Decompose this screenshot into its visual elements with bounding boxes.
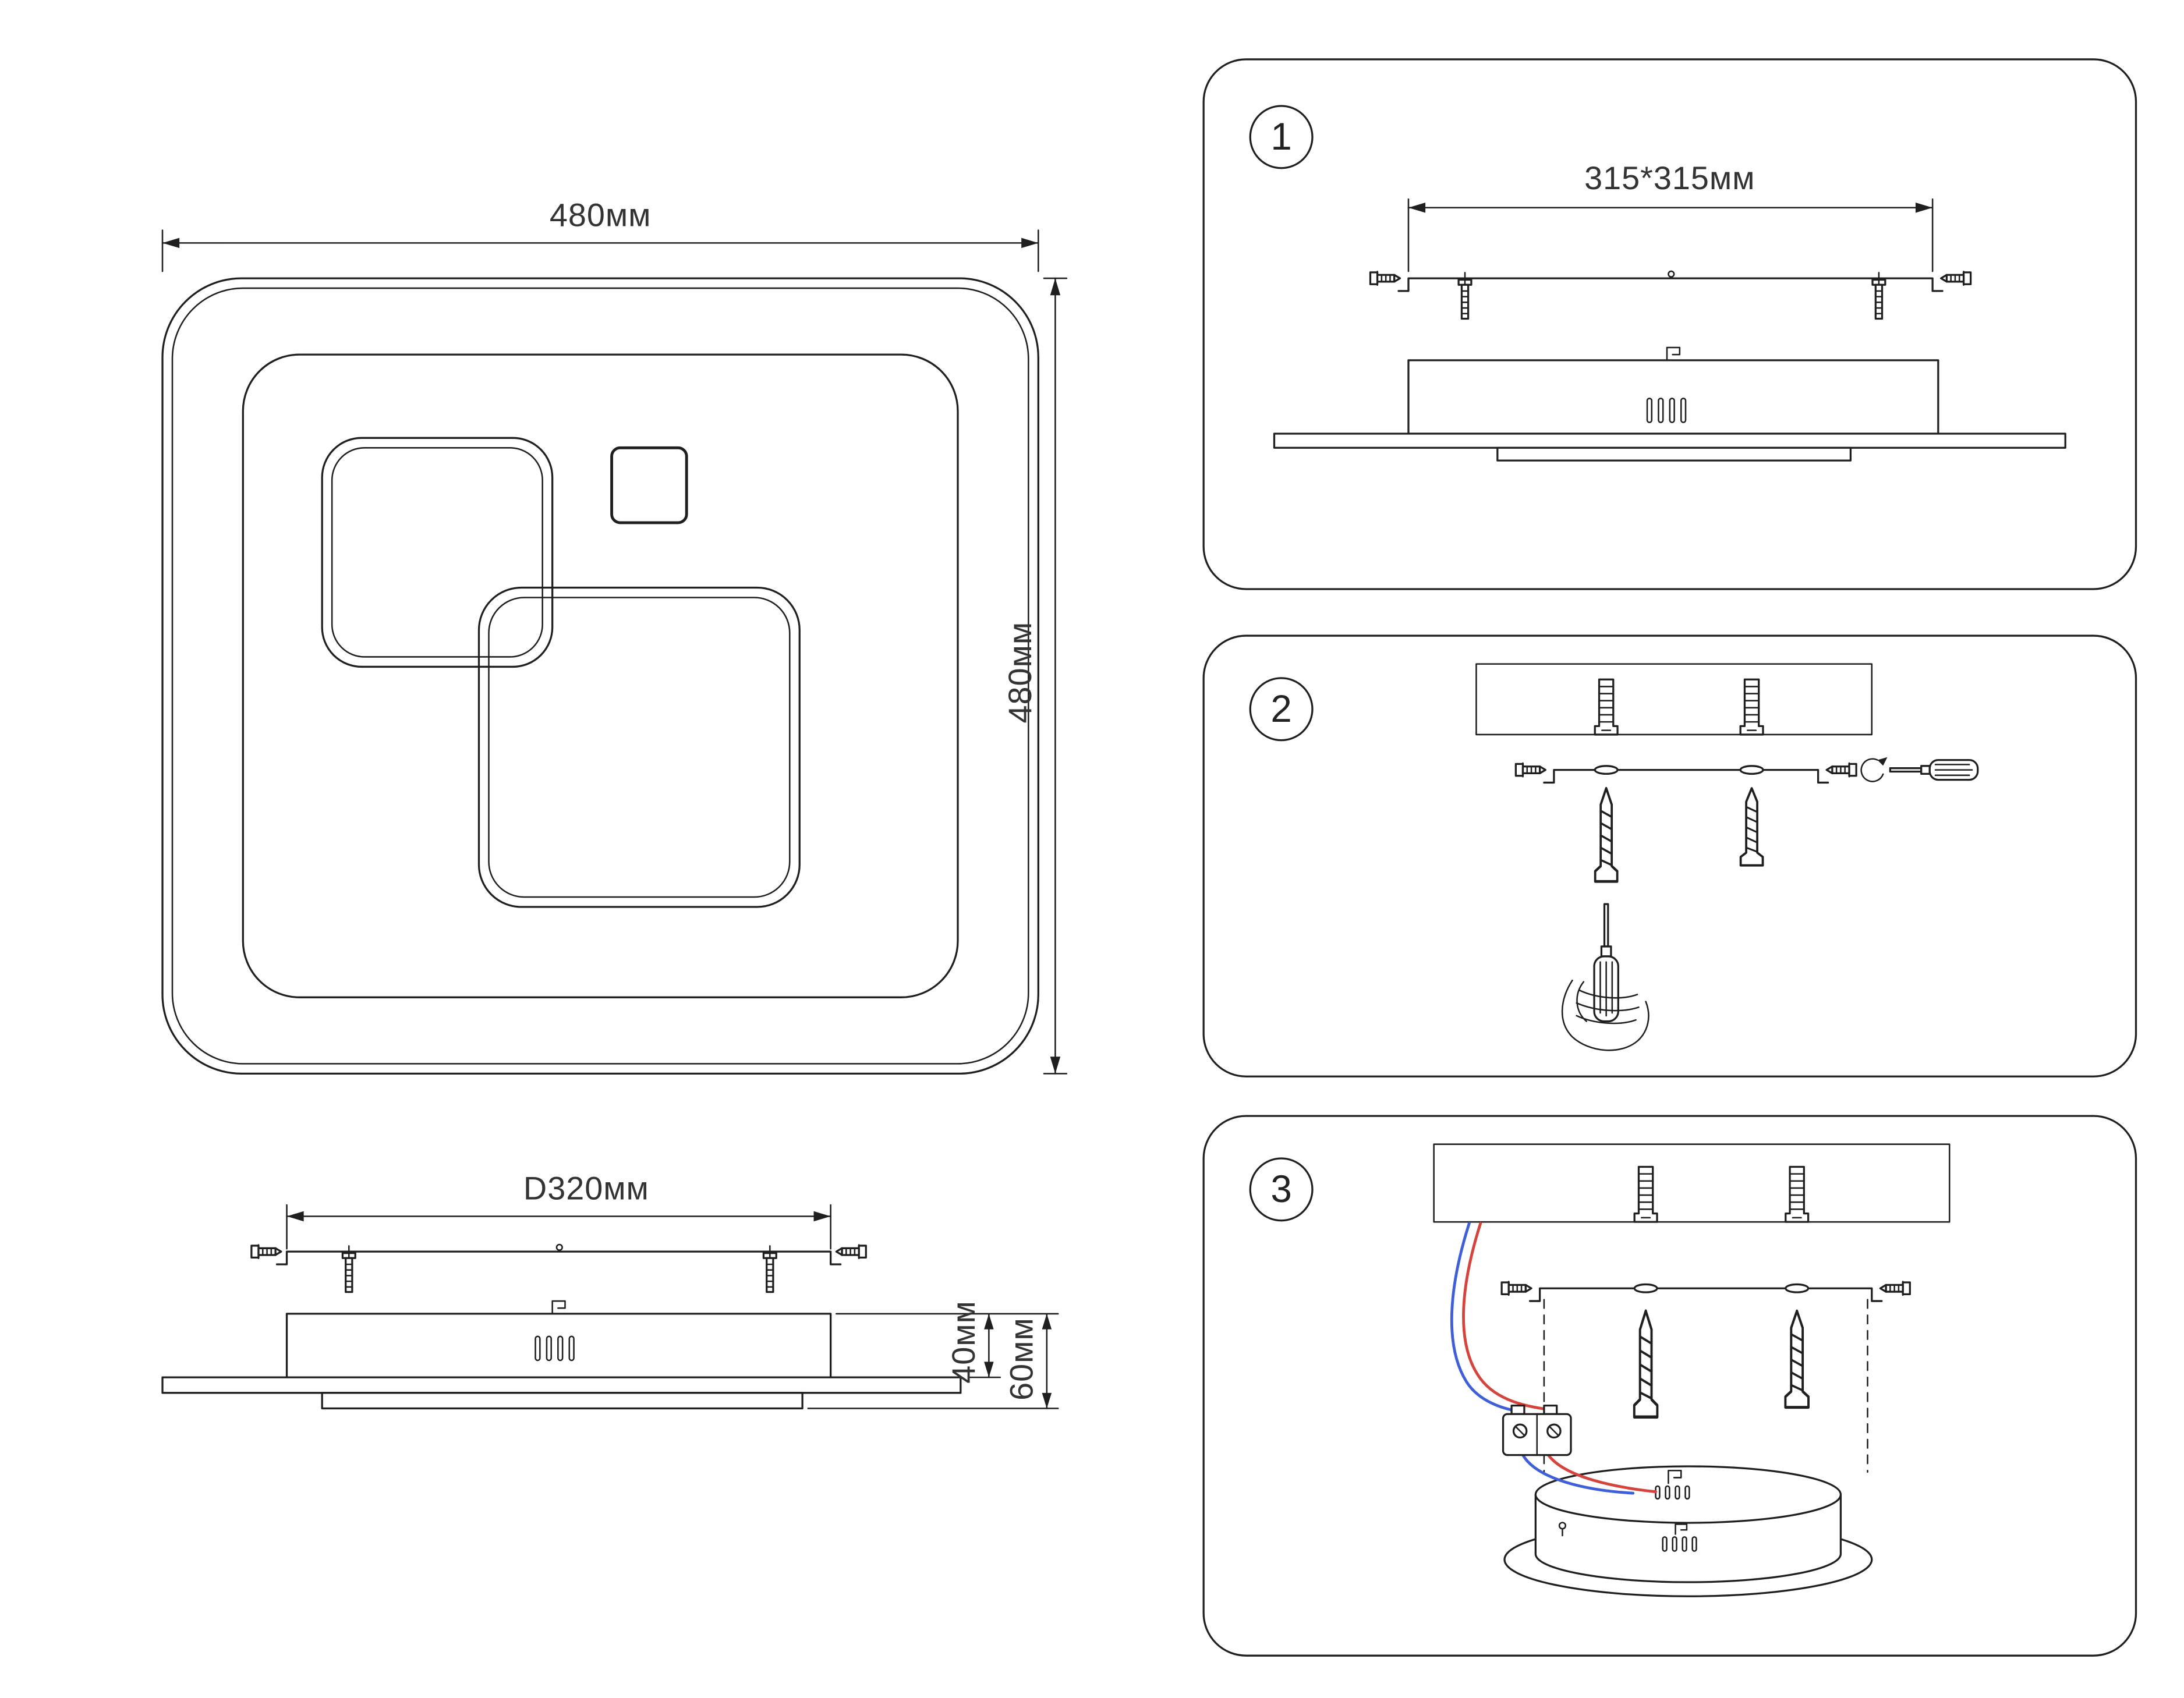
lamp-square-top-left xyxy=(321,437,554,668)
lamp-square-small xyxy=(610,446,688,524)
screwdriver-icon xyxy=(1889,758,1979,781)
panel-border xyxy=(1202,58,2137,590)
terminal-block xyxy=(1502,1405,1572,1456)
mounting-bracket xyxy=(1500,1280,1911,1302)
step-number: 1 xyxy=(1270,115,1291,158)
top-width-dimension-label: 480мм xyxy=(550,196,652,233)
wall-anchor-icon xyxy=(1785,1165,1810,1223)
ceiling-surface xyxy=(1475,663,1873,736)
wood-screw-icon xyxy=(1595,788,1617,881)
top-height-dimension-label: 480мм xyxy=(1001,622,1038,724)
wood-screw-icon xyxy=(1785,1311,1808,1408)
diffuser-plate-wide xyxy=(1273,433,2066,449)
wire-blue xyxy=(1521,1454,1635,1495)
side-screw-icon xyxy=(250,1243,282,1260)
side-screw-icon xyxy=(1825,762,1857,778)
hand-sketch xyxy=(1561,979,1649,1051)
panel-border xyxy=(1202,1115,2137,1657)
diameter-dimension: D320мм xyxy=(286,1169,831,1250)
step-panel-1: 1 315*315мм xyxy=(1202,58,2137,590)
mounting-bracket xyxy=(250,1243,867,1293)
lamp-body-profile xyxy=(161,1300,962,1410)
lamp-outer-frame xyxy=(161,277,1039,1075)
step-number: 3 xyxy=(1270,1168,1291,1210)
vent-slots xyxy=(1655,1485,1690,1500)
mount-spacing-dimension: 315*315мм xyxy=(1407,159,1934,272)
hook-detail xyxy=(1675,1523,1688,1535)
side-screw-icon xyxy=(1940,270,1972,286)
bracket-screw-icon xyxy=(762,1252,777,1293)
lamp-body-profile xyxy=(1273,346,2066,462)
step-number-badge xyxy=(1249,677,1314,742)
mounting-bracket xyxy=(1514,762,1857,784)
hook-detail xyxy=(1668,1470,1682,1484)
body-height-dimension: 40мм xyxy=(836,1300,1059,1384)
step-panel-2: 2 xyxy=(1202,634,2137,1077)
vent-slots xyxy=(1646,398,1687,423)
body-height-dimension-label: 40мм xyxy=(945,1300,982,1384)
side-screw-icon xyxy=(1500,1280,1532,1296)
side-view: D320мм xyxy=(161,1169,1059,1410)
wire-red xyxy=(1462,1222,1553,1412)
lamp-inner-frame xyxy=(242,353,959,998)
wall-anchor-icon xyxy=(1633,1165,1658,1223)
canopy-base xyxy=(1503,1465,1873,1597)
bracket-screw-icon xyxy=(1871,278,1886,320)
total-height-dimension: 60мм xyxy=(807,1313,1059,1409)
diffuser-plate-wide xyxy=(161,1376,962,1394)
side-screw-icon xyxy=(1879,1280,1911,1296)
diffuser-plate-lower xyxy=(321,1392,803,1410)
lamp-square-center xyxy=(477,586,801,908)
wall-anchor-icon xyxy=(1594,678,1619,736)
bracket-screw-icon xyxy=(1457,278,1472,320)
diameter-dimension-label: D320мм xyxy=(523,1169,649,1206)
bracket-screw-icon xyxy=(341,1252,356,1293)
side-screw-icon xyxy=(1369,270,1401,286)
hook-detail xyxy=(1666,346,1681,361)
hook-detail xyxy=(551,1300,566,1315)
vent-slots xyxy=(1662,1536,1697,1552)
total-height-dimension-label: 60мм xyxy=(1003,1317,1040,1401)
mounting-bracket xyxy=(1369,270,1972,320)
side-screw-icon xyxy=(835,1243,867,1260)
ceiling-surface xyxy=(1433,1143,1951,1223)
diffuser-plate-lower xyxy=(1496,446,1852,462)
wire-blue xyxy=(1450,1222,1520,1413)
rotation-arrow-icon xyxy=(1860,757,1888,782)
wood-screw-icon xyxy=(1634,1311,1658,1417)
side-screw-icon xyxy=(1514,762,1546,778)
wire-red xyxy=(1546,1454,1658,1494)
mount-spacing-label: 315*315мм xyxy=(1584,159,1755,196)
wood-screw-icon xyxy=(1739,787,1764,867)
step-number-badge xyxy=(1249,105,1314,169)
screwdriver-icon xyxy=(1593,903,1619,1023)
step-number: 2 xyxy=(1270,687,1291,730)
wall-anchor-icon xyxy=(1739,678,1764,736)
top-view: 480мм 480мм xyxy=(161,196,1068,1075)
top-height-dimension: 480мм xyxy=(1001,277,1068,1075)
panel-border xyxy=(1202,634,2137,1077)
vent-slots xyxy=(535,1335,575,1362)
marking-detail xyxy=(1558,1522,1567,1530)
step-number-badge xyxy=(1249,1157,1314,1222)
top-width-dimension: 480мм xyxy=(161,196,1039,272)
step-panel-3: 3 xyxy=(1202,1115,2137,1657)
